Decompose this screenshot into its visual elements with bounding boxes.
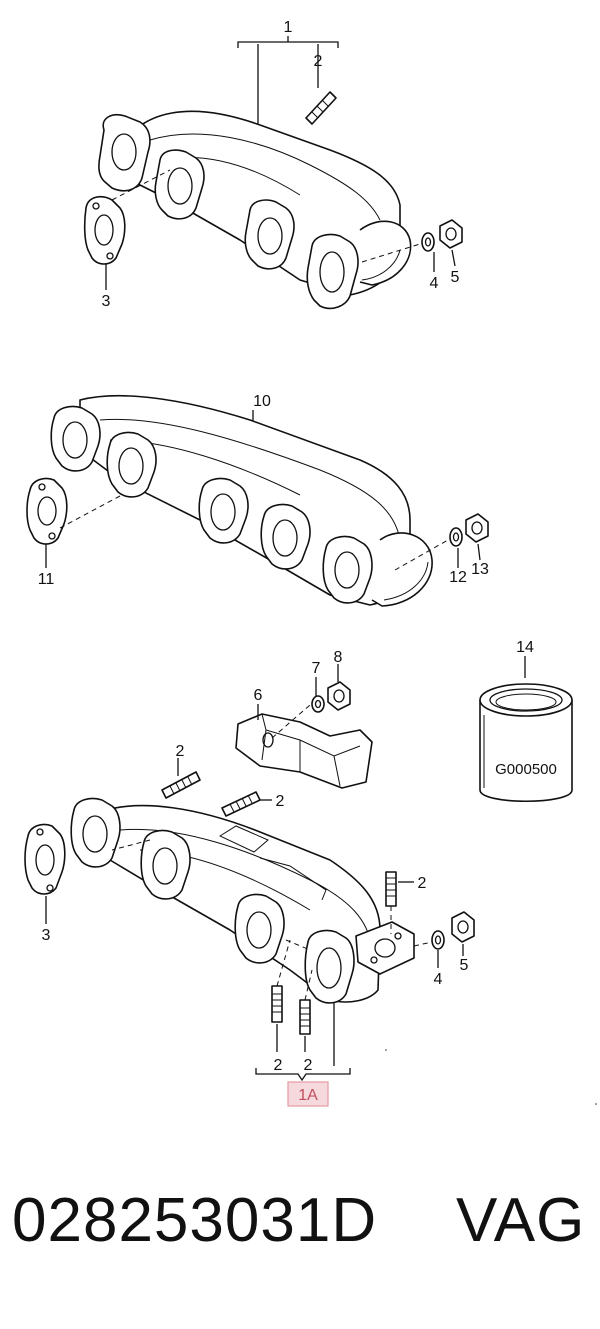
washer-icon	[449, 527, 463, 547]
manifold-assembly-top	[83, 36, 463, 310]
callout-2: 2	[418, 875, 427, 892]
callout-14: 14	[516, 639, 534, 656]
nut-icon	[439, 219, 463, 249]
filter-icon	[479, 656, 573, 803]
callout-2: 2	[276, 793, 285, 810]
callout-2: 2	[274, 1057, 283, 1074]
callout-3: 3	[102, 293, 111, 310]
callout-5: 5	[451, 269, 460, 286]
exploded-parts-diagram: 1 2 3 4 5 10 11 12 13 14 7 8 6 2 2 2 3 4…	[24, 19, 597, 1107]
callout-4: 4	[430, 275, 439, 292]
nut-icon	[465, 513, 489, 543]
washer-icon	[421, 232, 435, 252]
callout-11: 11	[38, 571, 55, 588]
callout-2: 2	[304, 1057, 313, 1074]
stud-icon	[221, 791, 261, 817]
exhaust-manifold-icon	[98, 110, 412, 310]
callout-1: 1	[284, 19, 293, 36]
brand-name: VAG	[456, 1186, 586, 1255]
callout-12: 12	[449, 569, 467, 586]
callout-2: 2	[176, 743, 185, 760]
washer-icon	[311, 695, 325, 713]
exhaust-manifold-icon	[50, 394, 433, 607]
manifold-assembly-middle	[26, 394, 489, 607]
stud-icon	[385, 871, 397, 907]
stud-icon	[305, 91, 337, 125]
gasket-icon	[26, 477, 68, 545]
callout-3: 3	[42, 927, 51, 944]
nut-icon	[451, 911, 475, 943]
nut-icon	[327, 681, 351, 711]
stud-icon	[271, 985, 283, 1023]
filter-label: G000500	[495, 761, 557, 778]
callout-8: 8	[334, 649, 343, 666]
stud-icon	[161, 771, 201, 799]
gasket-icon	[83, 195, 126, 265]
callout-1a: 1A	[298, 1087, 318, 1104]
manifold-assembly-bottom	[24, 664, 475, 1082]
callout-5: 5	[460, 957, 469, 974]
part-number: 028253031D	[12, 1186, 378, 1255]
gasket-icon	[24, 823, 66, 895]
heat-shield-icon	[235, 713, 373, 789]
exhaust-manifold-icon	[70, 797, 415, 1004]
callout-7: 7	[312, 660, 321, 677]
callout-4: 4	[434, 971, 443, 988]
callout-10: 10	[253, 393, 271, 410]
washer-icon	[431, 930, 445, 950]
callout-13: 13	[471, 561, 489, 578]
callout-2: 2	[314, 53, 323, 70]
stud-icon	[299, 999, 311, 1035]
highlight-box	[287, 1081, 329, 1107]
callout-6: 6	[254, 687, 263, 704]
